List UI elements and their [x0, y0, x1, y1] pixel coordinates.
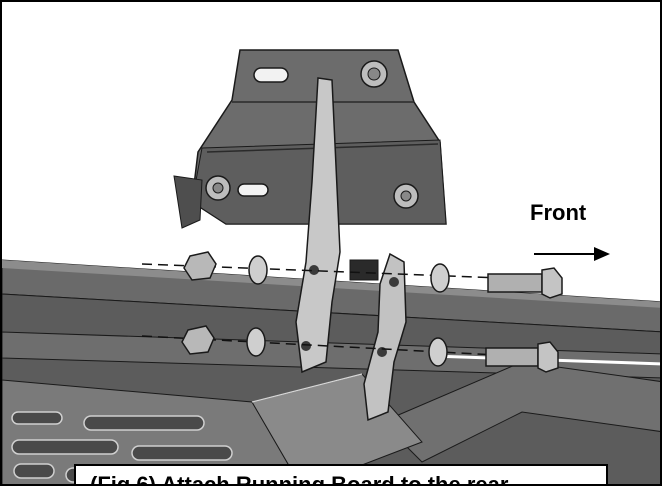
front-direction-label: Front — [530, 200, 587, 225]
arrow-right-icon — [534, 247, 610, 261]
hanger-hole — [309, 265, 319, 275]
bracket-nut-left-inner — [212, 182, 224, 194]
deck-slot — [13, 463, 55, 479]
deck-slot — [11, 411, 63, 425]
nut-upper — [183, 251, 217, 281]
hanger-plate — [295, 77, 341, 374]
bolt-upper-head — [541, 267, 563, 299]
bracket-nut-right-inner — [400, 190, 412, 202]
figure-caption: (Fig.6) Attach Running Board to the rear — [74, 464, 608, 484]
deck-slot — [11, 439, 119, 455]
nut-lower — [181, 325, 215, 355]
washer-upper-2 — [430, 263, 450, 293]
bolt-upper-shank — [487, 273, 543, 293]
deck-slot — [131, 445, 233, 461]
bracket-slot — [253, 67, 289, 83]
bracket-slot — [237, 183, 269, 197]
spacer-block — [349, 259, 379, 281]
hanger-hole — [301, 341, 311, 351]
bolt-lower-shank — [485, 347, 539, 367]
side-plate — [363, 252, 407, 422]
side-plate-hole — [389, 277, 399, 287]
washer-lower-1 — [246, 327, 266, 357]
bracket-nut-top-inner — [367, 67, 381, 81]
deck-slot — [83, 415, 205, 431]
weld-seam — [251, 373, 363, 403]
washer-upper-1 — [248, 255, 268, 285]
bracket-flange — [173, 175, 203, 229]
bolt-lower-head — [537, 341, 559, 373]
washer-lower-2 — [428, 337, 448, 367]
